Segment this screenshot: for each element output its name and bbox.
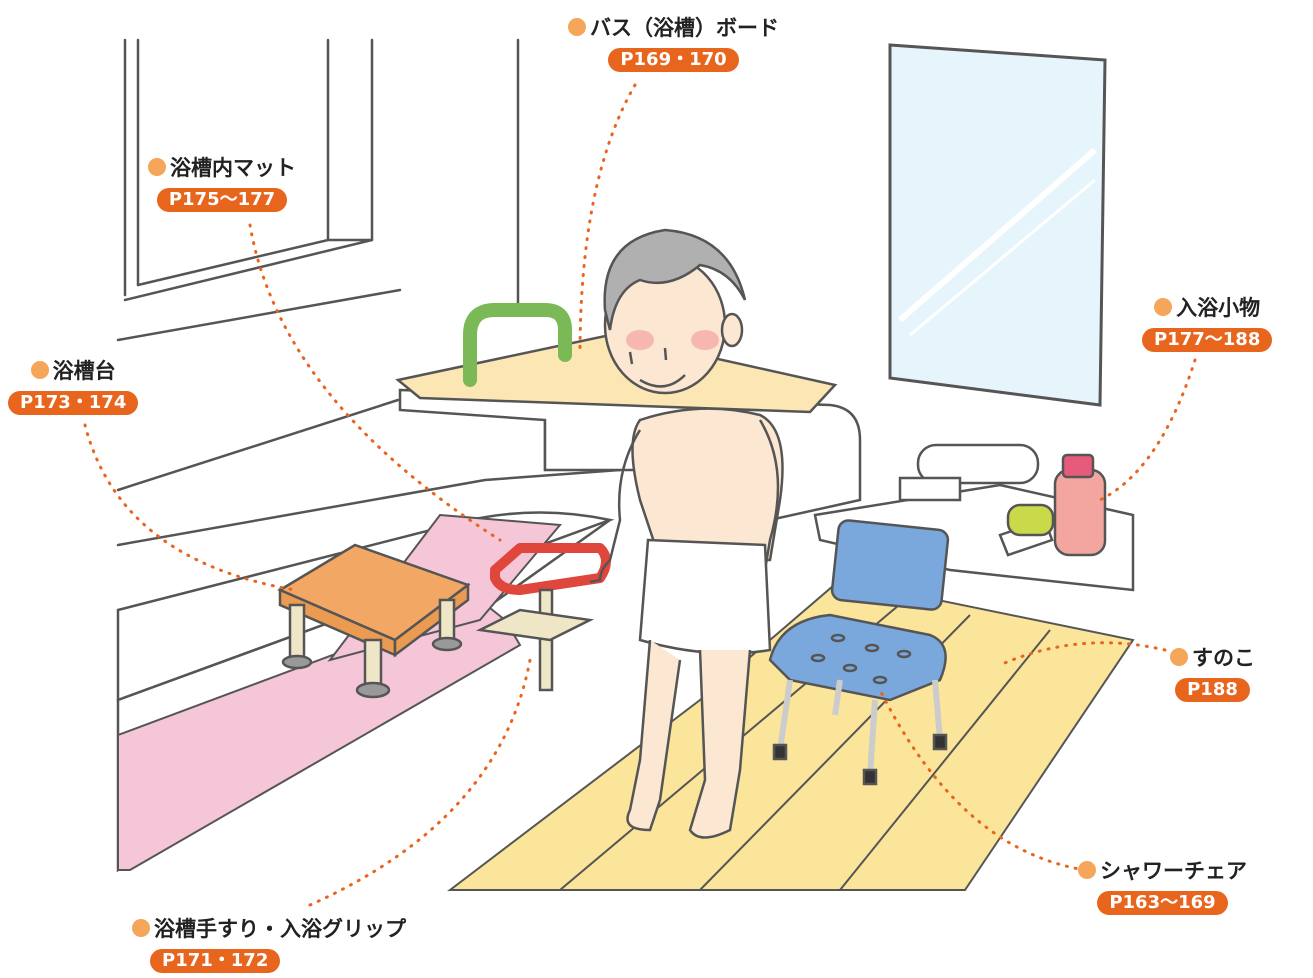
page-ref-badge: P173・174	[8, 391, 139, 415]
callout-bath-goods: 入浴小物 P177〜188	[1142, 292, 1273, 352]
page-ref-badge: P175〜177	[156, 188, 288, 212]
callout-label: 浴槽内マット	[170, 156, 296, 180]
page-ref-badge: P171・172	[150, 949, 281, 973]
bullet-dot-icon	[1154, 298, 1173, 316]
callout-shower-chair: シャワーチェア P163〜169	[1078, 855, 1247, 915]
bath-goods-items	[998, 453, 1107, 557]
page-ref-badge: P163〜169	[1097, 891, 1228, 915]
bath-board	[395, 303, 838, 414]
callout-tub-mat: 浴槽内マット P175〜177	[148, 152, 296, 212]
callout-label: バス（浴槽）ボード	[590, 16, 779, 40]
callout-label: すのこ	[1192, 646, 1255, 670]
bathroom-walls	[116, 38, 622, 547]
bullet-dot-icon	[30, 361, 49, 379]
page-ref-badge: P169・170	[608, 48, 739, 72]
bullet-dot-icon	[568, 18, 586, 36]
callout-label: 浴槽手すり・入浴グリップ	[154, 917, 406, 941]
page-ref-badge: P177〜188	[1142, 328, 1273, 352]
elderly-man-figure	[589, 228, 784, 839]
bullet-dot-icon	[1170, 648, 1188, 666]
tub-step	[277, 543, 471, 699]
page-ref-badge: P188	[1175, 678, 1250, 702]
callout-label: シャワーチェア	[1100, 859, 1247, 883]
callout-label: 入浴小物	[1176, 296, 1261, 320]
callout-label: 浴槽台	[52, 359, 116, 383]
mirror	[888, 43, 1107, 407]
bullet-dot-icon	[1078, 861, 1096, 879]
bullet-dot-icon	[148, 158, 166, 176]
callout-tub-step: 浴槽台 P173・174	[8, 355, 139, 415]
counter	[813, 443, 1135, 592]
callout-duckboard: すのこ P188	[1170, 642, 1255, 702]
shower-chair	[768, 519, 950, 786]
leader-lines	[83, 83, 1197, 907]
callout-bath-board: バス（浴槽）ボード P169・170	[568, 12, 779, 72]
callout-grip: 浴槽手すり・入浴グリップ P171・172	[132, 913, 406, 973]
bullet-dot-icon	[132, 919, 150, 937]
